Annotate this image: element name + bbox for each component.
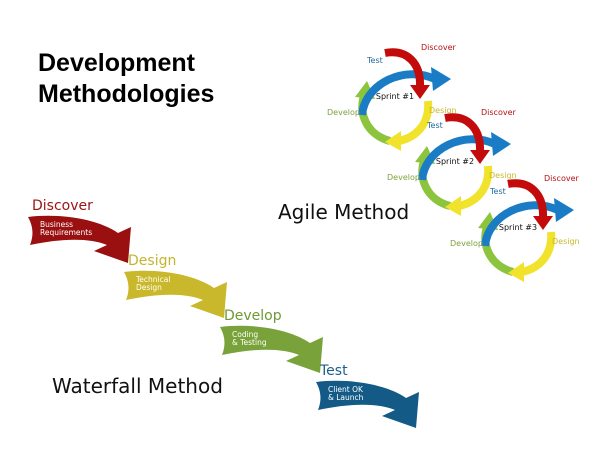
waterfall-arrow xyxy=(28,215,131,263)
design-arrowhead xyxy=(385,131,401,151)
waterfall-step-detail: Technical xyxy=(135,275,170,284)
test-arc xyxy=(481,201,560,247)
discover-arrowhead xyxy=(470,150,490,164)
waterfall-step-detail: Coding xyxy=(232,330,258,339)
discover-arc xyxy=(444,113,485,153)
waterfall-arrow xyxy=(316,380,419,428)
sprint-label: Sprint #1 xyxy=(376,92,414,101)
design-arrowhead xyxy=(445,196,461,216)
waterfall-phase-label: Design xyxy=(128,253,176,269)
waterfall-phase-label: Develop xyxy=(224,308,282,324)
test-arrowhead xyxy=(491,132,511,156)
develop-label: Develop xyxy=(450,239,483,248)
waterfall-phase-label: Test xyxy=(319,363,348,379)
discover-label: Discover xyxy=(421,43,457,52)
waterfall-arrow xyxy=(124,270,227,318)
design-arrowhead xyxy=(508,262,524,282)
test-arc xyxy=(358,70,437,116)
discover-arc xyxy=(507,179,548,219)
design-label: Design xyxy=(429,106,457,115)
design-arc xyxy=(397,100,433,145)
waterfall-step-detail: Requirements xyxy=(40,228,92,237)
waterfall-phase-label: Discover xyxy=(32,198,93,214)
agile-method-label: Agile Method xyxy=(278,200,410,224)
develop-label: Develop xyxy=(327,108,360,117)
waterfall-step-detail: Client OK xyxy=(328,385,364,394)
test-arrowhead xyxy=(554,198,574,222)
waterfall-step-detail: Business xyxy=(40,220,73,229)
test-label: Test xyxy=(366,56,383,65)
waterfall-method-label: Waterfall Method xyxy=(52,374,223,398)
test-label: Test xyxy=(426,121,443,130)
test-arrowhead xyxy=(431,67,451,91)
title-line-2: Methodologies xyxy=(38,80,215,108)
discover-arc xyxy=(384,48,425,88)
discover-arrowhead xyxy=(410,85,430,99)
waterfall-arrow xyxy=(220,325,323,373)
design-arc xyxy=(457,165,493,210)
sprint-label: Sprint #3 xyxy=(499,223,537,232)
design-arc xyxy=(520,231,556,276)
test-arc xyxy=(418,135,497,181)
title-line-1: Development xyxy=(38,49,195,77)
discover-arrowhead xyxy=(533,216,553,230)
waterfall-step-detail: & Testing xyxy=(232,338,267,347)
discover-label: Discover xyxy=(544,174,580,183)
develop-label: Develop xyxy=(387,173,420,182)
design-label: Design xyxy=(489,171,517,180)
design-label: Design xyxy=(552,237,580,246)
discover-label: Discover xyxy=(481,108,517,117)
waterfall-step-detail: & Launch xyxy=(328,393,364,402)
sprint-label: Sprint #2 xyxy=(436,157,474,166)
waterfall-step-detail: Design xyxy=(136,283,162,292)
page-title: Development Methodologies xyxy=(38,48,214,110)
test-label: Test xyxy=(489,187,506,196)
